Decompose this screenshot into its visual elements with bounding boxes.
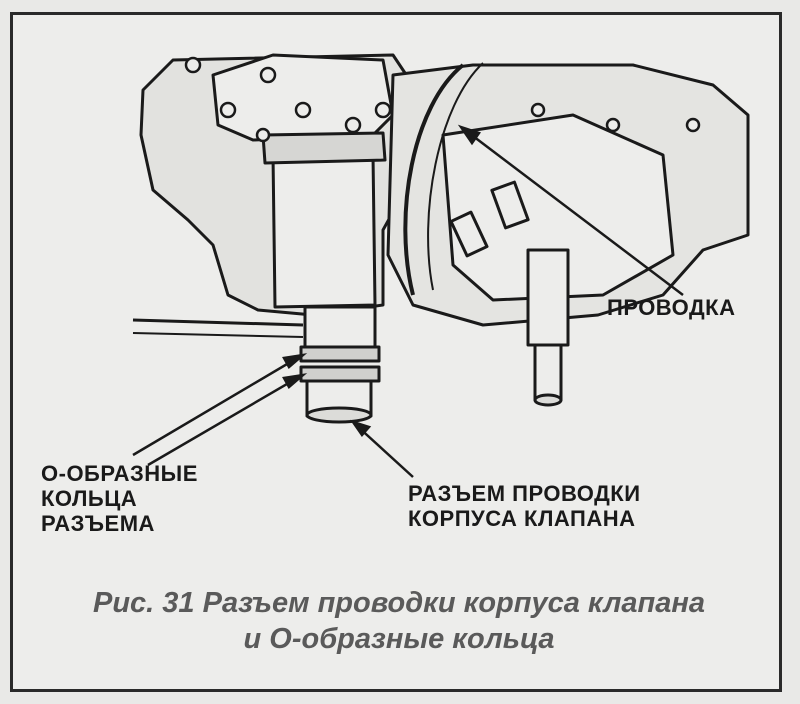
caption-line-1: Рис. 31 Разъем проводки корпуса клапана (93, 587, 705, 619)
rod (526, 248, 570, 347)
connector-line-1: РАЗЪЕМ ПРОВОДКИ (408, 481, 641, 506)
o-rings-line-3: РАЗЪЕМА (41, 511, 155, 536)
connector-line-2: КОРПУСА КЛАПАНА (408, 506, 636, 531)
figure-caption: Рис. 31 Разъем проводки корпуса клапана … (13, 585, 785, 657)
wiring-leader (464, 129, 684, 296)
o-rings-line-1: О-ОБРАЗНЫЕ (41, 461, 198, 486)
valve-body-illustration (132, 53, 750, 478)
o-ring-lower (299, 365, 381, 383)
wiring-label: ПРОВОДКА (607, 295, 735, 320)
top-block (211, 53, 395, 142)
o-ring-upper (299, 345, 381, 363)
wiring-harness (403, 63, 465, 296)
connector-label: РАЗЪЕМ ПРОВОДКИ КОРПУСА КЛАПАНА (408, 481, 641, 531)
figure-frame: ПРОВОДКА О-ОБРАЗНЫЕ КОЛЬЦА РАЗЪЕМА РАЗЪЕ… (10, 12, 782, 692)
o-rings-label: О-ОБРАЗНЫЕ КОЛЬЦА РАЗЪЕМА (41, 461, 198, 536)
o-ring-leader-2 (147, 375, 300, 467)
caption-line-2: и О-образные кольца (243, 623, 555, 655)
connector-leader (355, 424, 414, 478)
solenoid-body (271, 153, 377, 309)
wiring-label-text: ПРОВОДКА (607, 295, 736, 320)
o-ring-leader-1 (132, 355, 300, 457)
o-rings-line-2: КОЛЬЦА (41, 486, 138, 511)
connector-stem (303, 305, 377, 349)
